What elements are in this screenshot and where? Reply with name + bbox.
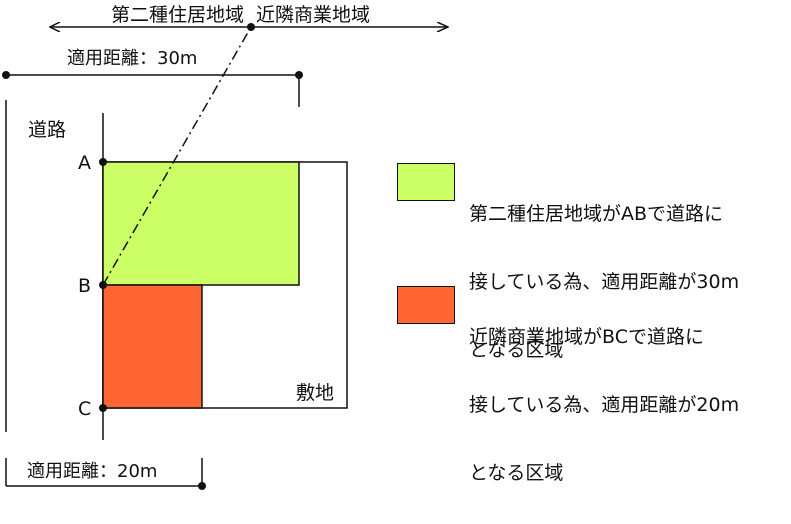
legend-swatch-residential: [397, 163, 455, 201]
distance-30m-label: 適用距離：30m: [67, 48, 197, 69]
legend-line: 接している為、適用距離が20m: [469, 394, 740, 416]
area-residential-30m: [102, 161, 300, 286]
area-commercial-20m: [102, 284, 203, 409]
zoning-diagram: 第二種住居地域 近隣商業地域 適用距離：30m 道路 A B C 敷地 適用距離…: [2, 4, 791, 490]
legend-text-residential: 第二種住居地域がABで道路に 接している為、適用距離が30m となる区域: [469, 163, 791, 401]
legend-text-commercial: 近隣商業地域がBCで道路に 接している為、適用距離が20m となる区域: [469, 286, 791, 524]
site-label: 敷地: [296, 382, 334, 404]
road-label: 道路: [28, 119, 66, 141]
zone-label-residential: 第二種住居地域: [111, 4, 244, 26]
point-a-dot: [99, 158, 107, 166]
point-b-dot: [99, 281, 107, 289]
zone-label-commercial: 近隣商業地域: [256, 4, 370, 26]
zone-boundary-dashdot-line: [102, 26, 252, 286]
distance-20m-end-dot: [198, 482, 206, 490]
point-a-label: A: [78, 152, 91, 174]
legend-line: となる区域: [469, 339, 564, 361]
legend-swatch-commercial: [397, 286, 455, 324]
distance-30m-start-dot: [2, 71, 10, 79]
legend-line: 近隣商業地域がBCで道路に: [469, 326, 704, 348]
legend-line: 接している為、適用距離が30m: [469, 271, 740, 293]
point-b-label: B: [78, 275, 91, 297]
legend-line: となる区域: [469, 462, 564, 484]
distance-20m-label: 適用距離：20m: [27, 461, 157, 482]
point-c-dot: [99, 404, 107, 412]
point-c-label: C: [78, 398, 91, 420]
legend-line: 第二種住居地域がABで道路に: [469, 203, 724, 225]
